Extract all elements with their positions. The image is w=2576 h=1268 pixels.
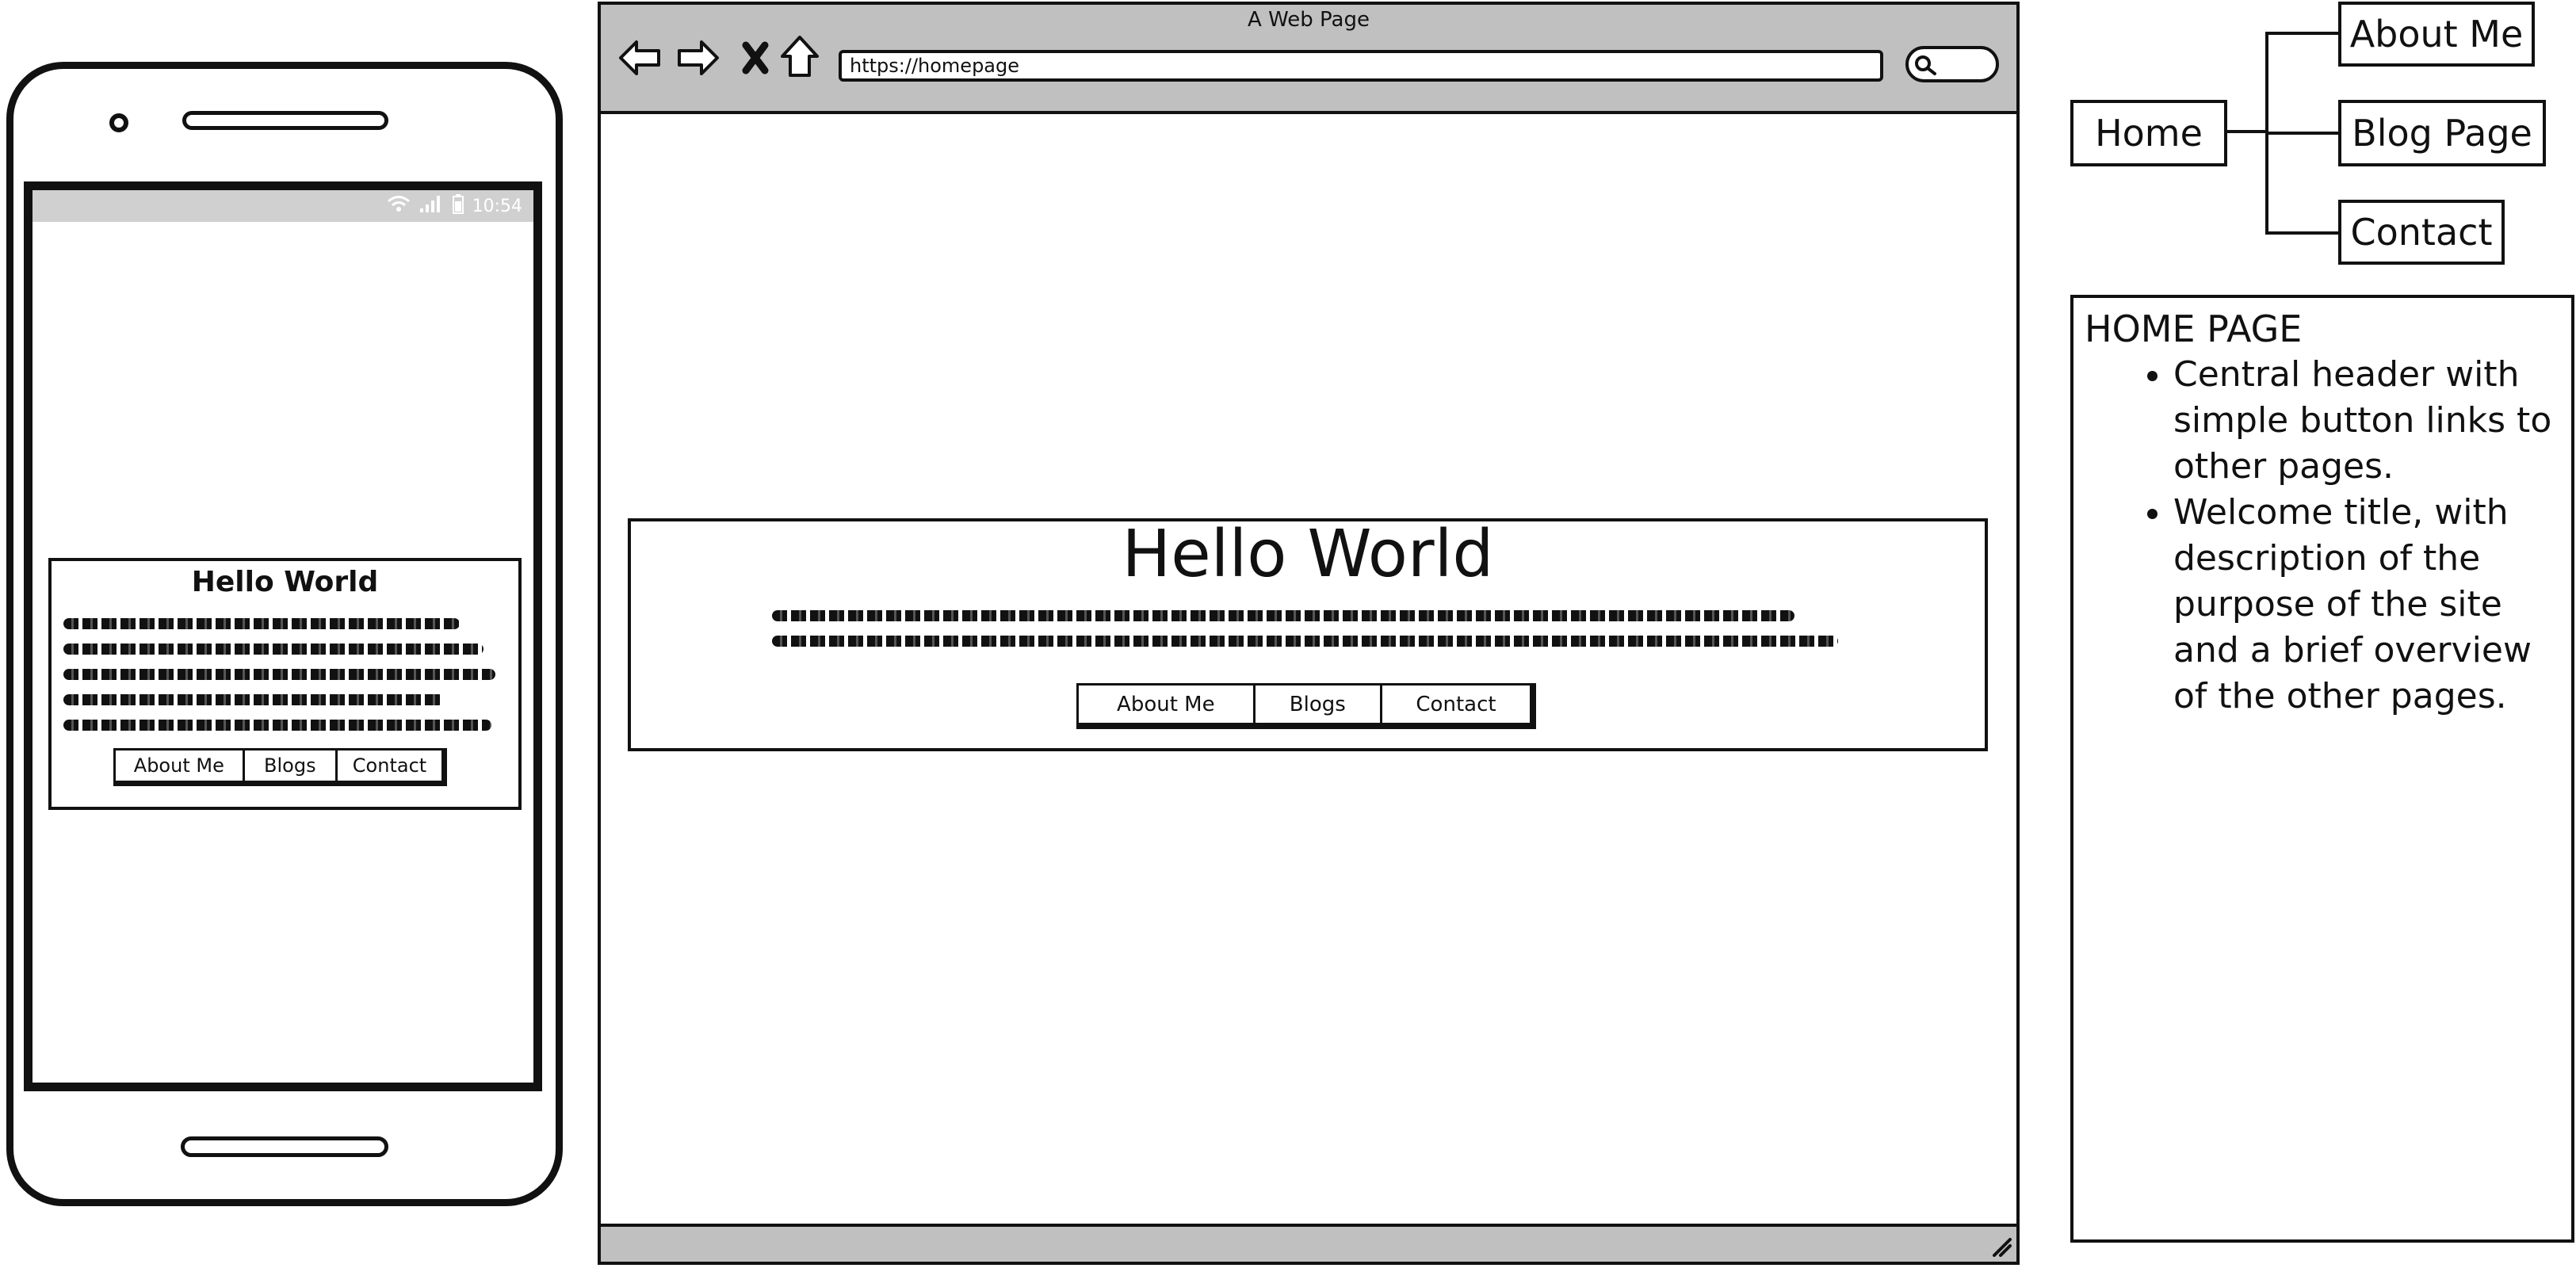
forward-arrow-icon[interactable]	[675, 35, 721, 81]
wifi-icon	[387, 194, 411, 218]
phone-nav-buttons: About Me Blogs Contact	[113, 748, 447, 786]
hero-placeholder-text	[772, 610, 1842, 647]
sitemap-node-home: Home	[2070, 100, 2227, 166]
phone-hero-title: Hello World	[191, 566, 379, 598]
notes-panel: HOME PAGE Central header with simple but…	[2070, 295, 2574, 1243]
notes-item: Welcome title, with description of the p…	[2173, 490, 2560, 720]
notes-item: Central header with simple button links …	[2173, 352, 2560, 490]
url-input[interactable]: https://homepage	[839, 50, 1883, 82]
back-arrow-icon[interactable]	[617, 35, 663, 81]
hero-title: Hello World	[1122, 517, 1494, 592]
battery-icon	[452, 193, 464, 219]
sitemap-node-blog-page: Blog Page	[2338, 100, 2546, 166]
phone-placeholder-text	[63, 618, 507, 731]
phone-status-bar: 10:54	[32, 190, 533, 222]
contact-button[interactable]: Contact	[352, 754, 427, 777]
home-icon[interactable]	[777, 33, 823, 79]
status-time: 10:54	[472, 196, 522, 216]
close-icon[interactable]	[732, 35, 778, 81]
signal-icon	[419, 194, 444, 218]
browser-title: A Web Page	[1248, 8, 1370, 32]
blogs-button[interactable]: Blogs	[1256, 686, 1382, 723]
search-icon	[1915, 55, 1936, 75]
search-button[interactable]	[1905, 46, 1999, 82]
sitemap-connector	[2265, 32, 2340, 35]
contact-button[interactable]: Contact	[1416, 692, 1496, 716]
notes-heading: HOME PAGE	[2085, 307, 2303, 350]
sitemap-connector	[2226, 130, 2267, 133]
blogs-button[interactable]: Blogs	[245, 750, 338, 781]
sitemap-connector	[2265, 231, 2340, 235]
sitemap-node-about-me: About Me	[2338, 2, 2535, 67]
phone-speaker	[182, 111, 388, 130]
sitemap-connector	[2265, 132, 2340, 135]
about-me-button[interactable]: About Me	[1079, 686, 1256, 723]
browser-status-bar	[601, 1224, 2016, 1262]
hero-nav-buttons: About Me Blogs Contact	[1076, 683, 1536, 729]
about-me-button[interactable]: About Me	[116, 750, 245, 781]
notes-list: Central header with simple button links …	[2085, 352, 2560, 720]
phone-home-button[interactable]	[181, 1136, 388, 1157]
sitemap-node-contact: Contact	[2338, 200, 2505, 265]
resize-grip-icon[interactable]	[1991, 1236, 2012, 1257]
phone-camera	[109, 113, 128, 132]
